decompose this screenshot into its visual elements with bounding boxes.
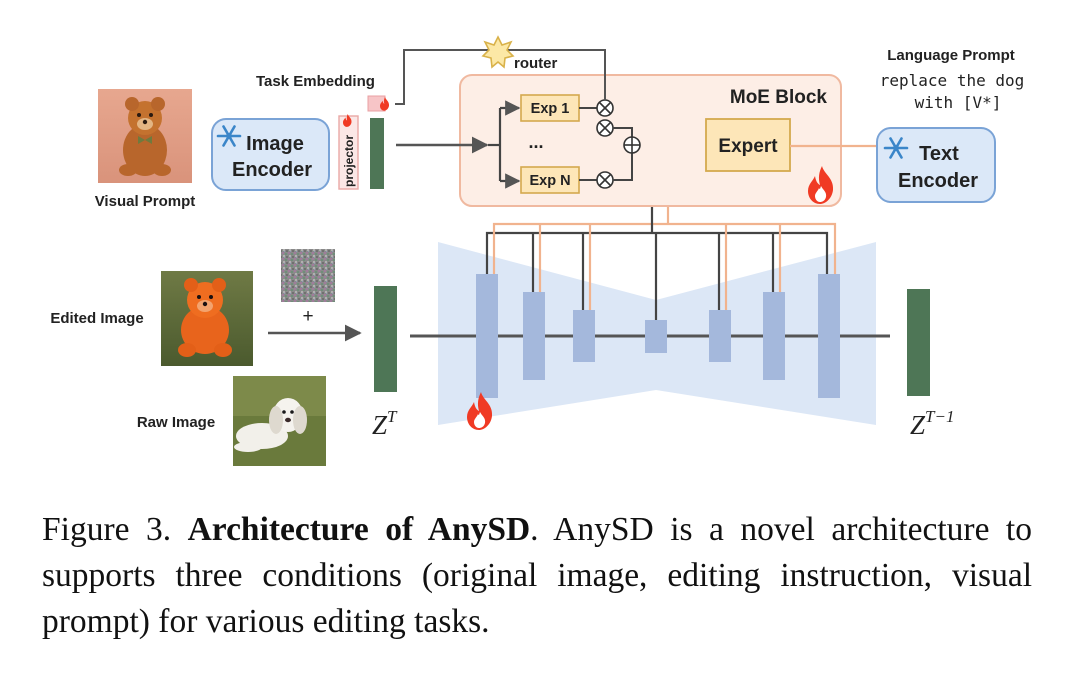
- multiply-symbol-3: [596, 171, 614, 189]
- unet-flame-icon: [467, 392, 493, 430]
- router-star-icon: [481, 35, 515, 69]
- text-encoder-snowflake-icon: [883, 137, 909, 159]
- caption-body: . AnySD is a novel architecture to suppo…: [42, 511, 1032, 640]
- unet-block-down-1: [476, 274, 498, 398]
- task-embedding-flame-icon: [380, 97, 390, 111]
- visual-prompt-image: [98, 89, 192, 183]
- caption-title: Architecture of AnySD: [187, 511, 531, 548]
- unet-block-down-3: [573, 310, 595, 362]
- raw-image-label: Raw Image: [137, 414, 215, 431]
- plus-sign: +: [302, 306, 313, 327]
- shared-expert-label: Expert: [718, 136, 778, 157]
- unet-block-up-1: [709, 310, 731, 362]
- image-embedding-token: [370, 118, 384, 189]
- expert-1-box: [520, 94, 580, 122]
- caption-figure-number: Figure 3.: [42, 511, 172, 548]
- shared-expert-box: [705, 118, 791, 172]
- projector-label: projector: [342, 135, 356, 187]
- edited-image: [161, 271, 253, 366]
- expert-n-box: [520, 166, 580, 194]
- image-encoder-box: Image Encoder: [211, 118, 330, 191]
- image-encoder-label-2: Encoder: [232, 159, 312, 181]
- flame-icon: [808, 166, 834, 204]
- image-encoder-snowflake-icon: [216, 125, 242, 147]
- figure-caption: Figure 3. Architecture of AnySD. AnySD i…: [42, 507, 1032, 645]
- latent-zt: [374, 286, 397, 392]
- multiply-symbol-1: [596, 99, 614, 117]
- latent-zt-minus-1-label: ZT−1: [910, 407, 954, 440]
- multiply-symbol-2: [596, 119, 614, 137]
- sum-symbol: [623, 136, 641, 154]
- unet-block-up-3: [818, 274, 840, 398]
- task-embedding-label: Task Embedding: [256, 73, 375, 90]
- edited-image-label: Edited Image: [50, 310, 143, 327]
- latent-zt-label: ZT: [372, 407, 398, 440]
- projector-flame-icon: [343, 114, 352, 127]
- moe-block-label: MoE Block: [730, 87, 828, 108]
- text-encoder-label-2: Encoder: [898, 170, 978, 192]
- language-prompt-label: Language Prompt: [887, 47, 1015, 64]
- prompt-text-1: replace the dog: [880, 71, 1025, 90]
- projector-box: projector: [338, 115, 359, 190]
- moe-block: MoE Block Exp 1 ... Exp N: [459, 74, 842, 207]
- unet-block-down-2: [523, 292, 545, 380]
- latent-zt-minus-1: [907, 289, 930, 396]
- prompt-text-2: with [V*]: [915, 93, 1002, 112]
- noise-image: [281, 249, 335, 302]
- expert-n-label: Exp N: [529, 173, 570, 189]
- experts-ellipsis: ...: [528, 132, 543, 152]
- expert-1-label: Exp 1: [531, 101, 570, 117]
- raw-image: [233, 376, 326, 466]
- unet-block-mid: [645, 320, 667, 353]
- router-label: router: [514, 55, 558, 72]
- text-encoder-label-1: Text: [919, 143, 959, 165]
- text-encoder-box: Text Encoder: [876, 127, 996, 203]
- image-encoder-label-1: Image: [246, 133, 304, 155]
- unet: [410, 242, 890, 425]
- unet-block-up-2: [763, 292, 785, 380]
- router-path: [395, 49, 606, 105]
- visual-prompt-label: Visual Prompt: [95, 193, 196, 210]
